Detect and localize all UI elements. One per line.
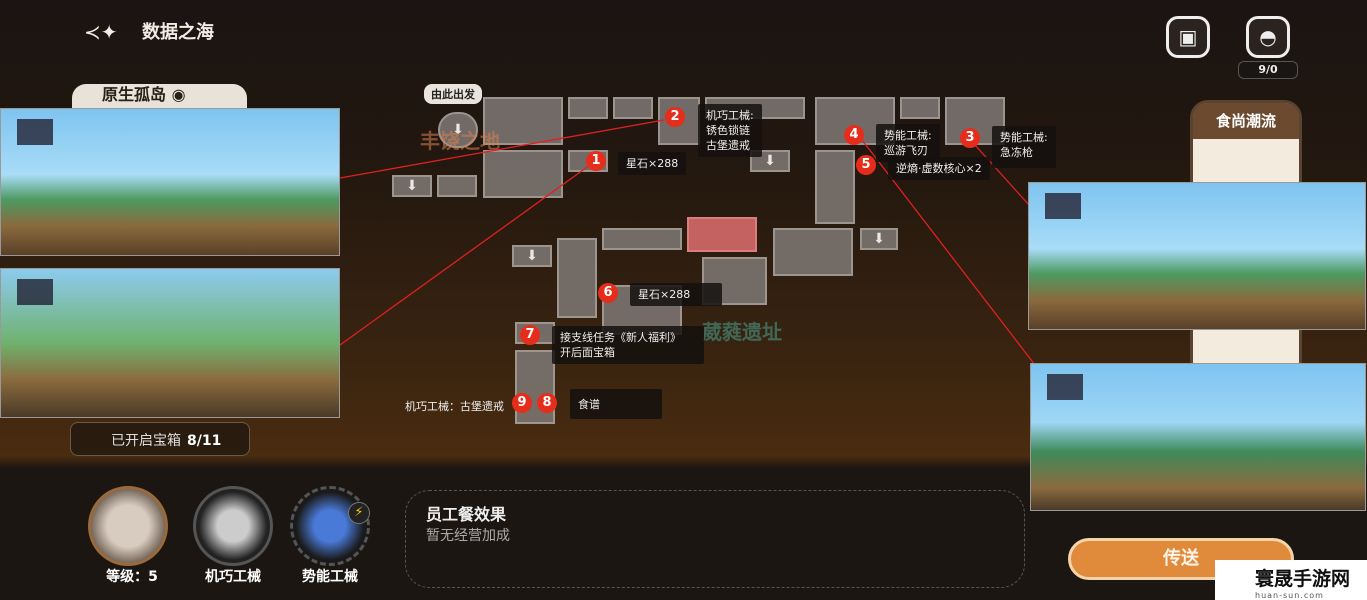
marker-5[interactable]: 5 [856, 155, 876, 175]
map-room[interactable] [568, 97, 608, 119]
map-room[interactable] [483, 97, 563, 145]
back-icon[interactable]: ≺✦ [84, 20, 118, 44]
marker-3-tooltip: 势能工械: 急冻枪 [992, 126, 1056, 168]
map-room[interactable] [602, 228, 682, 250]
character-avatar[interactable] [88, 486, 168, 566]
lightning-icon: ⚡ [348, 502, 370, 524]
marker-2-tooltip: 机巧工械: 锈色锁链 古堡遗戒 [698, 104, 762, 157]
marker-9-label: 机巧工械：古堡遗戒 [405, 400, 504, 413]
page-title: 数据之海 [142, 22, 214, 43]
bag-count: 9/0 [1238, 61, 1298, 79]
island-label: 原生孤岛 [102, 85, 167, 104]
marker-9[interactable]: 9 [512, 393, 532, 413]
map-room[interactable] [773, 228, 853, 276]
marker-6[interactable]: 6 [598, 283, 618, 303]
marker-4-tooltip: 势能工械: 巡游飞刃 [876, 124, 940, 162]
level-label: 等级：5 [106, 569, 158, 585]
food-title: 食尚潮流 [1193, 103, 1299, 139]
marker-2[interactable]: 2 [665, 107, 685, 127]
gameplay-screenshot [1030, 363, 1366, 511]
chest-value: 8/11 [187, 433, 222, 449]
chest-label: 已开启宝箱 [111, 433, 181, 449]
marker-3[interactable]: 3 [960, 128, 980, 148]
teleport-room[interactable] [860, 228, 898, 250]
map-room[interactable] [613, 97, 653, 119]
backpack-icon[interactable]: ◓ [1246, 16, 1290, 58]
start-tag: 由此出发 [424, 84, 482, 104]
teleport-room[interactable] [512, 245, 552, 267]
map-room[interactable] [483, 150, 563, 198]
map-room[interactable] [557, 238, 597, 318]
marker-4[interactable]: 4 [844, 125, 864, 145]
teleport-room[interactable] [392, 175, 432, 197]
gameplay-screenshot [0, 108, 340, 256]
mechanical-weapon-label: 机巧工械 [205, 569, 261, 585]
map-room[interactable] [815, 150, 855, 224]
marker-1-tooltip: 星石×288 [618, 152, 687, 175]
marker-5-tooltip: 逆熵·虚数核心×2 [888, 157, 990, 180]
staff-meal-panel: 员工餐效果 暂无经营加成 [405, 490, 1025, 588]
kinetic-weapon-slot[interactable] [290, 486, 370, 566]
marker-6-tooltip: 星石×288 [630, 283, 722, 306]
marker-7-tooltip: 接支线任务《新人福利》 开后面宝箱 [552, 326, 704, 364]
area-label: 葳蕤遗址 [702, 320, 782, 344]
marker-8[interactable]: 8 [537, 393, 557, 413]
marker-8-tooltip: 食谱 [570, 389, 662, 419]
meal-title: 员工餐效果 [426, 505, 507, 524]
mechanical-weapon-slot[interactable] [193, 486, 273, 566]
gameplay-screenshot [1028, 182, 1366, 330]
map-room[interactable] [900, 97, 940, 119]
marker-7[interactable]: 7 [520, 325, 540, 345]
chest-icon[interactable]: ▣ [1166, 16, 1210, 58]
meal-subtitle: 暂无经营加成 [426, 528, 510, 544]
map-room[interactable] [437, 175, 477, 197]
start-room[interactable] [438, 112, 478, 148]
area-label: 丰饶之地 [420, 129, 500, 153]
marker-1[interactable]: 1 [586, 151, 606, 171]
connector-line [339, 119, 665, 179]
current-room[interactable] [687, 217, 757, 252]
location-pin-icon: ◉ [171, 85, 186, 104]
opened-chests-counter: 已开启宝箱 8/11 [70, 422, 250, 456]
gameplay-screenshot [0, 268, 340, 418]
connector-line [339, 164, 591, 346]
map-room[interactable] [515, 350, 555, 424]
kinetic-weapon-label: 势能工械 [302, 569, 358, 585]
